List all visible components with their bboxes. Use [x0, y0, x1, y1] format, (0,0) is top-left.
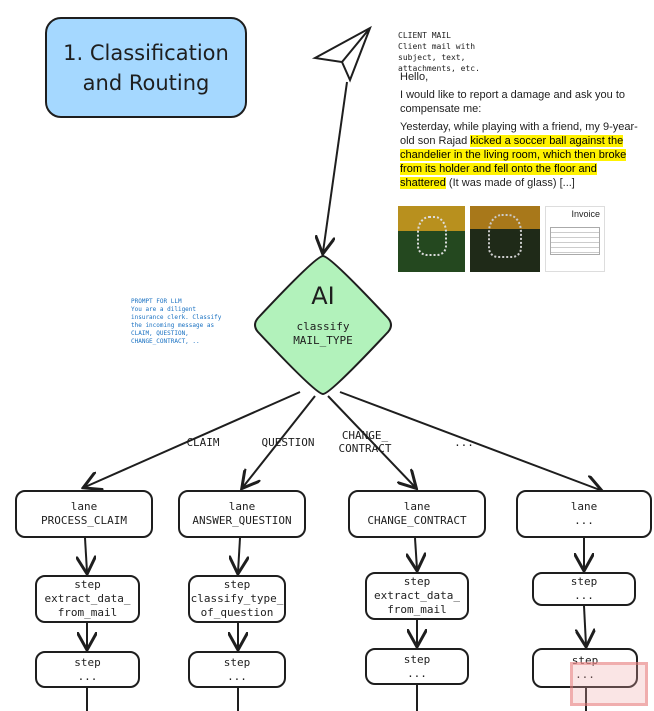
step-title: step — [570, 575, 598, 588]
ai-line1: classify — [296, 320, 350, 333]
arrow-other — [339, 391, 600, 490]
step-title: step — [223, 578, 251, 591]
step-other[interactable]: step... — [532, 572, 636, 606]
lane-title: lane — [228, 500, 256, 513]
chandelier-photo-2 — [470, 206, 540, 272]
chandelier-photo-1 — [398, 206, 465, 272]
edge-label-change-contract: CHANGE_ CONTRACT — [338, 429, 392, 455]
step-name: ... — [407, 666, 427, 680]
step-name: ... — [227, 669, 247, 683]
mail-heading: CLIENT MAIL — [398, 31, 451, 40]
arrow-question — [243, 395, 316, 487]
invoice-image: Invoice — [545, 206, 605, 272]
lane-name: ... — [574, 514, 594, 527]
step-name: extract_data_ from_mail — [44, 592, 131, 619]
watermark-logo — [570, 662, 648, 706]
client-mail-label: CLIENT MAIL Client mail with subject, te… — [398, 30, 503, 74]
lane-name: ANSWER_QUESTION — [192, 514, 292, 527]
lane-title: lane — [570, 500, 598, 513]
lane-title: lane — [70, 500, 98, 513]
ai-line2: MAIL_TYPE — [293, 334, 353, 347]
lane-other[interactable]: lane... — [516, 490, 652, 538]
step-title: step — [74, 655, 101, 669]
arrow-change — [327, 395, 415, 487]
lane-name: PROCESS_CLAIM — [40, 514, 128, 527]
arrow-mail-to-ai — [323, 81, 348, 252]
edge-label-claim: CLAIM — [186, 436, 220, 449]
step-next-3[interactable]: step... — [365, 648, 469, 685]
prompt-text: You are a diligent insurance clerk. Clas… — [131, 306, 222, 345]
step-name: classify_type_ of_question — [190, 592, 284, 619]
step-title: step — [223, 655, 251, 669]
edge-label-question: QUESTION — [261, 436, 315, 449]
step-next-4[interactable]: step... — [532, 648, 638, 688]
step-title: step — [74, 578, 101, 591]
lane-name: CHANGE_CONTRACT — [367, 514, 467, 527]
step-name: ... — [77, 669, 98, 683]
mail-greeting: Hello, — [400, 71, 429, 83]
mail-para1: I would like to report a damage and ask … — [400, 89, 626, 115]
step-title: step — [403, 575, 431, 588]
mail-body: Hello, I would like to report a damage a… — [400, 70, 640, 194]
mail-subheading: Client mail with subject, text, attachme… — [398, 42, 480, 73]
step-name: extract_data_ from_mail — [373, 589, 461, 616]
step-next-1[interactable]: step... — [35, 651, 140, 688]
paper-plane-icon — [311, 25, 372, 83]
prompt-note: PROMPT FOR LLM You are a diligent insura… — [131, 298, 231, 346]
mail-para2: Yesterday, while playing with a friend, … — [400, 120, 640, 190]
arrow-claim — [85, 391, 301, 487]
step-next-2[interactable]: step... — [188, 651, 286, 688]
ai-diamond — [254, 254, 392, 396]
step-name: ... — [575, 668, 595, 681]
step-title: step — [403, 652, 431, 666]
ai-badge: AI — [311, 282, 335, 310]
section-title: 1. Classification and Routing — [45, 17, 247, 118]
mail-text-end: (It was made of glass) [...] — [445, 177, 575, 189]
step-name: ... — [574, 589, 594, 602]
invoice-label: Invoice — [571, 209, 600, 219]
mail-text: Yesterday, while playing with a friend, … — [400, 121, 638, 147]
edge-label-other: ... — [454, 436, 474, 449]
lane-title: lane — [403, 500, 431, 513]
prompt-heading: PROMPT FOR LLM — [131, 298, 182, 305]
